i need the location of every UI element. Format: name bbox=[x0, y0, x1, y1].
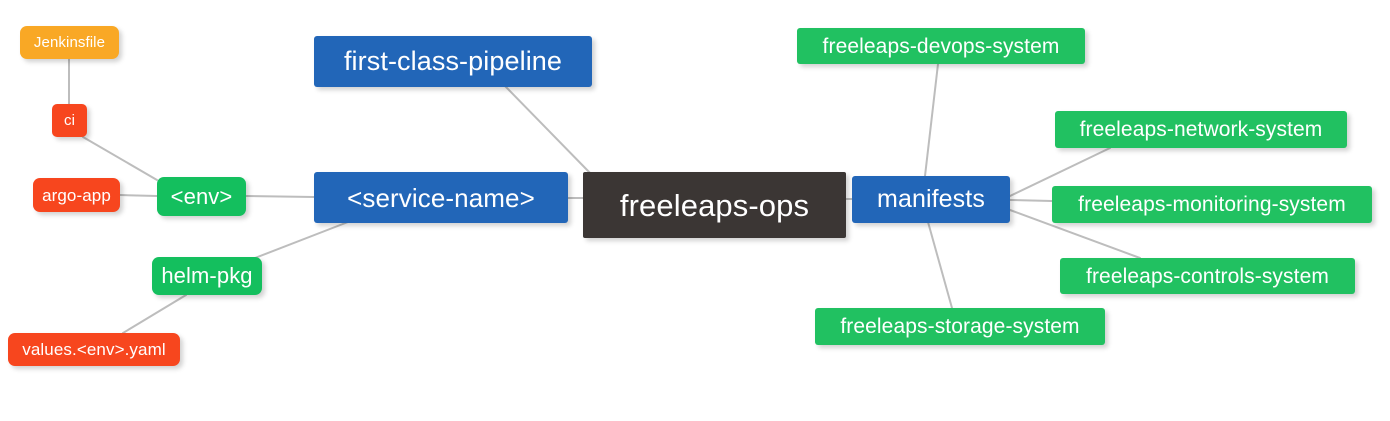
edge-manifests-storage-system bbox=[927, 221, 953, 309]
node-label: Jenkinsfile bbox=[33, 34, 106, 51]
node-label: freeleaps-devops-system bbox=[822, 34, 1060, 58]
node-service-name[interactable]: <service-name> bbox=[314, 172, 568, 223]
node-freeleaps-controls-system[interactable]: freeleaps-controls-system bbox=[1060, 258, 1355, 294]
edge-env-ci bbox=[82, 136, 158, 181]
node-argo-app[interactable]: argo-app bbox=[33, 178, 120, 212]
edge-service-name-env bbox=[245, 195, 315, 198]
node-label: argo-app bbox=[42, 185, 111, 205]
node-label: values.<env>.yaml bbox=[22, 340, 166, 359]
edge-manifests-monitoring-system bbox=[1009, 199, 1053, 202]
node-label: helm-pkg bbox=[161, 263, 253, 288]
node-label: freeleaps-controls-system bbox=[1086, 264, 1329, 288]
node-values-yaml[interactable]: values.<env>.yaml bbox=[8, 333, 180, 366]
edge-service-name-helm-pkg bbox=[254, 221, 349, 259]
node-label: <env> bbox=[170, 183, 233, 209]
node-jenkinsfile[interactable]: Jenkinsfile bbox=[20, 26, 119, 59]
node-label: manifests bbox=[877, 185, 985, 213]
node-label: ci bbox=[63, 112, 76, 129]
node-label: first-class-pipeline bbox=[343, 46, 563, 76]
node-first-class-pipeline[interactable]: first-class-pipeline bbox=[314, 36, 592, 87]
node-env[interactable]: <env> bbox=[157, 177, 246, 216]
node-label: freeleaps-monitoring-system bbox=[1078, 193, 1346, 216]
node-freeleaps-storage-system[interactable]: freeleaps-storage-system bbox=[815, 308, 1105, 345]
node-freeleaps-ops[interactable]: freeleaps-ops bbox=[583, 172, 846, 238]
node-manifests[interactable]: manifests bbox=[852, 176, 1010, 223]
node-label: freeleaps-storage-system bbox=[840, 315, 1080, 338]
node-label: <service-name> bbox=[347, 182, 535, 213]
edge-env-argo-app bbox=[119, 194, 158, 197]
edge-helm-pkg-values-yaml bbox=[122, 294, 187, 334]
node-freeleaps-devops-system[interactable]: freeleaps-devops-system bbox=[797, 28, 1085, 64]
edge-root-first-class-pipeline bbox=[504, 85, 593, 176]
node-helm-pkg[interactable]: helm-pkg bbox=[152, 257, 262, 295]
node-freeleaps-network-system[interactable]: freeleaps-network-system bbox=[1055, 111, 1347, 148]
edge-manifests-devops-system bbox=[924, 63, 939, 177]
node-freeleaps-monitoring-system[interactable]: freeleaps-monitoring-system bbox=[1052, 186, 1372, 223]
node-ci[interactable]: ci bbox=[52, 104, 87, 137]
node-label: freeleaps-ops bbox=[619, 187, 810, 223]
node-label: freeleaps-network-system bbox=[1079, 118, 1323, 141]
